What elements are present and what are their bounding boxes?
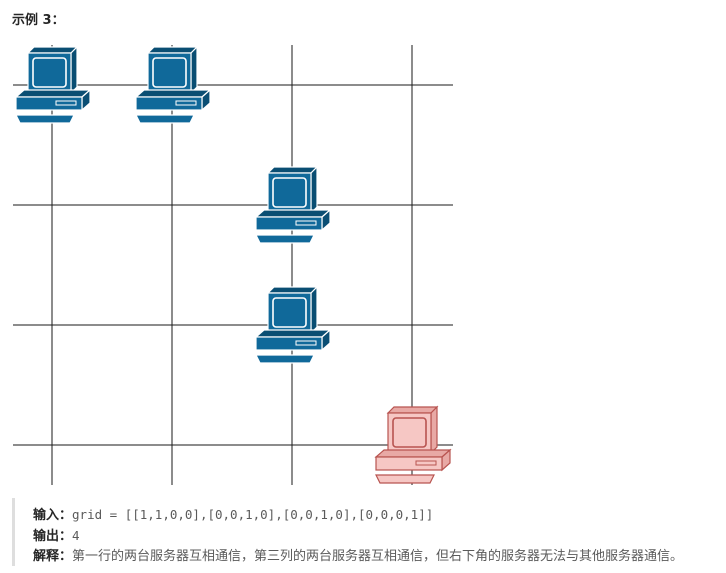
output-line: 输出：4 bbox=[33, 526, 726, 547]
explanation-box: 输入：grid = [[1,1,0,0],[0,0,1,0],[0,0,1,0]… bbox=[12, 498, 726, 566]
computer-icon bbox=[254, 165, 332, 244]
explain-label: 解释： bbox=[33, 549, 73, 564]
server-grid-diagram bbox=[13, 45, 453, 485]
output-label: 输出： bbox=[33, 529, 73, 544]
isolated-computer-icon bbox=[374, 405, 452, 484]
grid-lines bbox=[13, 45, 453, 485]
example-title: 示例 3： bbox=[12, 13, 65, 28]
computer-icon bbox=[14, 45, 92, 124]
input-line: 输入：grid = [[1,1,0,0],[0,0,1,0],[0,0,1,0]… bbox=[33, 505, 726, 526]
input-label: 输入： bbox=[33, 508, 73, 523]
computer-icon bbox=[134, 45, 212, 124]
output-value: 4 bbox=[72, 528, 80, 543]
explain-text: 第一行的两台服务器互相通信，第三列的两台服务器互相通信，但右下角的服务器无法与其… bbox=[72, 549, 684, 564]
computers-layer bbox=[14, 45, 452, 484]
input-value: grid = [[1,1,0,0],[0,0,1,0],[0,0,1,0],[0… bbox=[72, 507, 434, 522]
explain-line: 解释：第一行的两台服务器互相通信，第三列的两台服务器互相通信，但右下角的服务器无… bbox=[33, 547, 726, 567]
computer-icon bbox=[254, 285, 332, 364]
